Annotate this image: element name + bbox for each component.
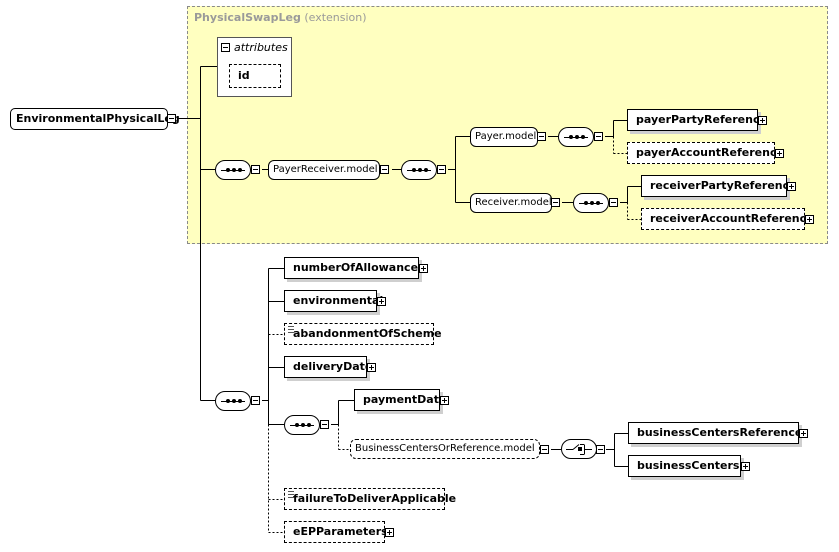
attributes-label: attributes — [234, 41, 288, 54]
sequence-collapse-icon[interactable] — [251, 396, 260, 405]
sequence-compositor — [573, 193, 609, 213]
element-label: payerAccountReference — [636, 146, 784, 159]
root-element[interactable]: EnvironmentalPhysicalLeg — [10, 108, 180, 130]
root-collapse-icon[interactable] — [167, 114, 176, 123]
business-centers-model-label: BusinessCentersOrReference.model — [355, 443, 535, 454]
element-label: receiverPartyReference — [650, 179, 797, 192]
choice-icon — [566, 444, 592, 455]
receiver-model-label: Receiver.model — [475, 197, 552, 208]
expand-icon[interactable] — [377, 297, 386, 306]
receiver-model-collapse-icon[interactable] — [551, 198, 560, 207]
payer-receiver-collapse-icon[interactable] — [380, 165, 389, 174]
expand-icon[interactable] — [805, 215, 814, 224]
element-delivery-date[interactable]: deliveryDate — [284, 356, 372, 378]
expand-icon[interactable] — [367, 363, 376, 372]
sequence-collapse-icon[interactable] — [320, 420, 329, 429]
annotation-icon — [288, 326, 294, 333]
sequence-compositor — [284, 415, 320, 435]
payer-receiver-model-group[interactable]: PayerReceiver.model — [268, 160, 380, 180]
sequence-collapse-icon[interactable] — [437, 165, 446, 174]
expand-icon[interactable] — [419, 264, 428, 273]
choice-collapse-icon[interactable] — [596, 445, 605, 454]
sequence-collapse-icon[interactable] — [594, 132, 603, 141]
sequence-compositor — [215, 160, 251, 180]
sequence-collapse-icon[interactable] — [609, 198, 618, 207]
choice-compositor — [561, 439, 597, 459]
element-business-centers[interactable]: businessCenters — [628, 455, 741, 477]
payer-model-collapse-icon[interactable] — [537, 132, 546, 141]
sequence-compositor — [401, 160, 437, 180]
extension-name: PhysicalSwapLeg — [194, 11, 301, 24]
root-element-label: EnvironmentalPhysicalLeg — [16, 112, 180, 125]
element-payer-account-reference[interactable]: payerAccountReference — [627, 142, 784, 164]
payer-model-label: Payer.model — [475, 131, 537, 142]
expand-icon[interactable] — [799, 429, 808, 438]
element-ep-parameters[interactable]: eEPParameters — [284, 521, 388, 543]
expand-icon[interactable] — [385, 528, 394, 537]
element-label: environmental — [293, 294, 384, 307]
element-receiver-account-reference[interactable]: receiverAccountReference — [641, 208, 814, 230]
sequence-compositor — [215, 391, 251, 411]
expand-icon[interactable] — [787, 182, 796, 191]
element-label: paymentDate — [363, 393, 447, 406]
receiver-model-group[interactable]: Receiver.model — [470, 193, 552, 213]
element-label: abandonmentOfScheme — [293, 327, 442, 340]
element-receiver-party-reference[interactable]: receiverPartyReference — [641, 175, 797, 197]
business-centers-or-reference-model-group[interactable]: BusinessCentersOrReference.model — [350, 439, 540, 459]
business-centers-model-collapse-icon[interactable] — [540, 445, 549, 454]
element-abandonment-of-scheme[interactable]: abandonmentOfScheme — [284, 323, 442, 345]
expand-icon[interactable] — [440, 396, 449, 405]
element-environmental[interactable]: environmental — [284, 290, 383, 312]
expand-icon[interactable] — [758, 116, 767, 125]
element-label: eEPParameters — [293, 525, 388, 538]
element-number-of-allowances[interactable]: numberOfAllowances — [284, 257, 425, 279]
element-label: failureToDeliverApplicable — [293, 492, 457, 505]
sequence-collapse-icon[interactable] — [251, 165, 260, 174]
attribute-id: id — [229, 64, 281, 88]
sequence-compositor — [558, 127, 594, 147]
expand-icon[interactable] — [775, 149, 784, 158]
element-label: receiverAccountReference — [650, 212, 814, 225]
payer-receiver-model-label: PayerReceiver.model — [273, 164, 378, 175]
element-label: numberOfAllowances — [293, 261, 425, 274]
element-label: payerPartyReference — [636, 113, 767, 126]
element-payment-date[interactable]: paymentDate — [354, 389, 446, 411]
expand-icon[interactable] — [741, 462, 750, 471]
extension-kind: (extension) — [304, 11, 367, 24]
element-business-centers-reference[interactable]: businessCentersReference — [628, 422, 803, 444]
element-payer-party-reference[interactable]: payerPartyReference — [627, 109, 767, 131]
payer-model-group[interactable]: Payer.model — [470, 127, 538, 147]
element-label: businessCenters — [637, 459, 740, 472]
element-label: businessCentersReference — [637, 426, 803, 439]
element-label: deliveryDate — [293, 360, 373, 373]
annotation-icon — [288, 491, 294, 498]
element-failure-to-deliver-applicable[interactable]: failureToDeliverApplicable — [284, 488, 456, 510]
extension-title: PhysicalSwapLeg (extension) — [194, 11, 367, 24]
attributes-collapse-icon[interactable] — [221, 43, 230, 52]
